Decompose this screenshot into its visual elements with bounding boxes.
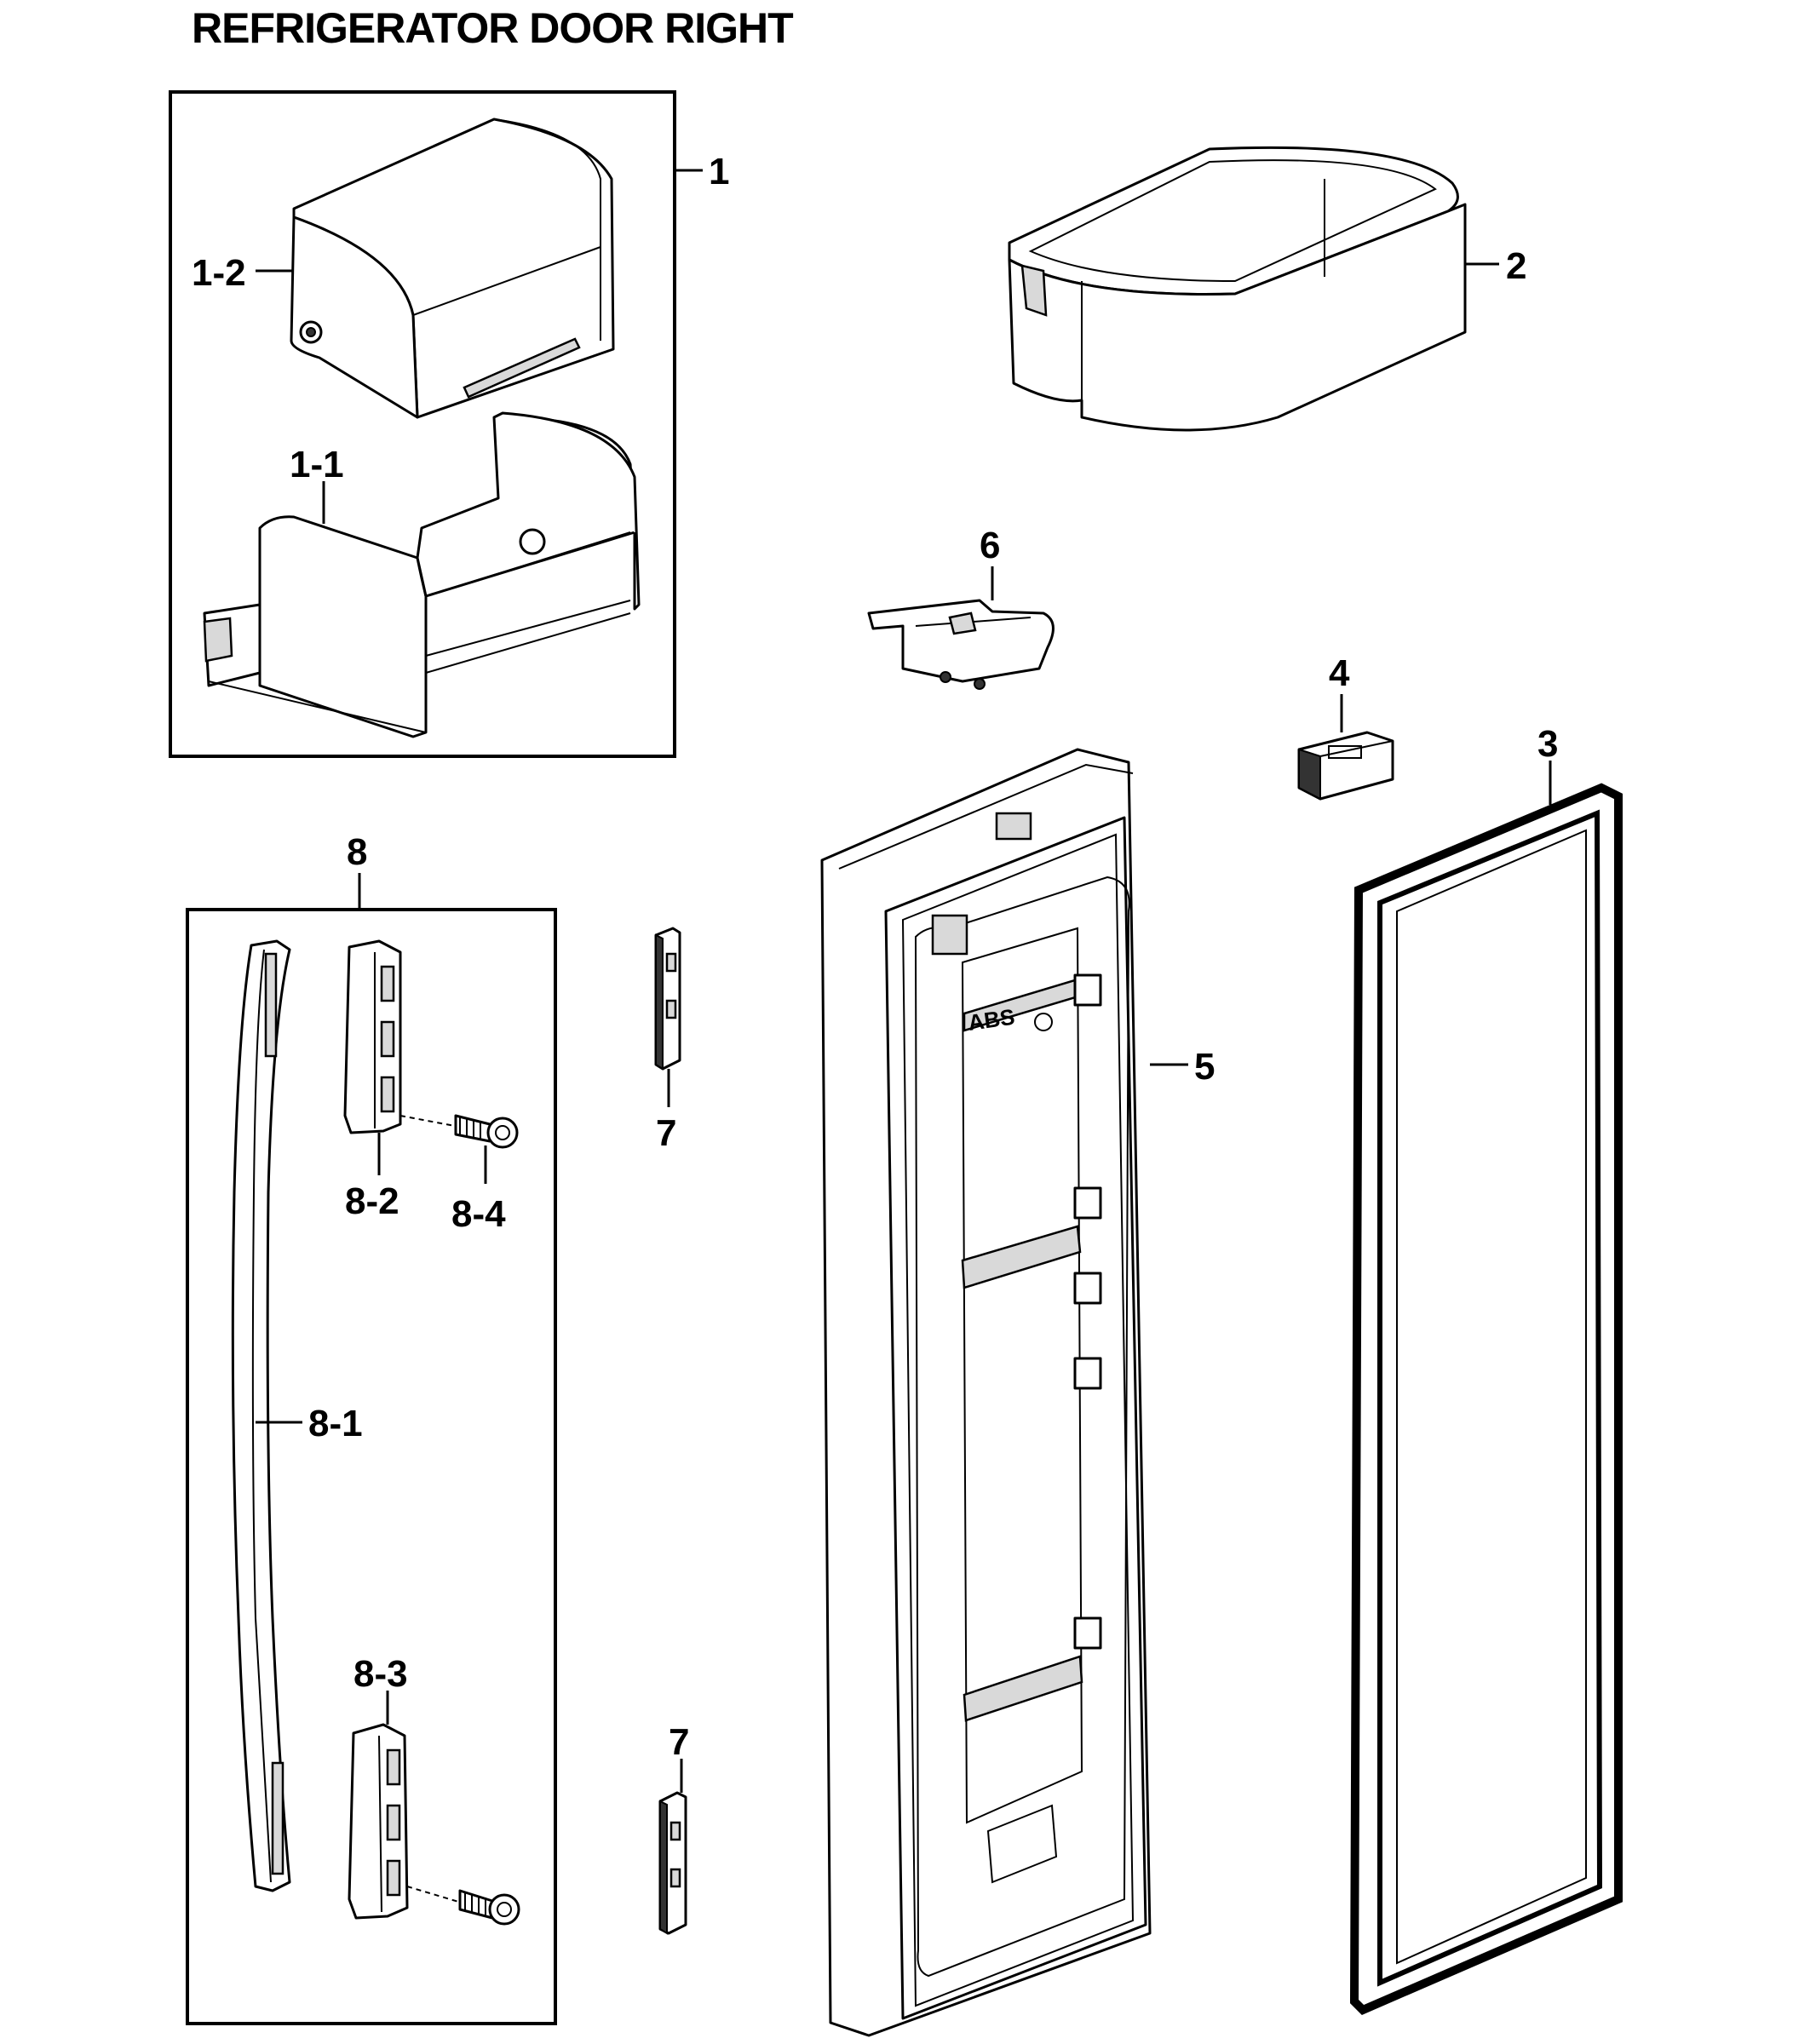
callout-3: 3	[1537, 723, 1558, 765]
callout-5: 5	[1194, 1046, 1215, 1088]
callout-4: 4	[1329, 652, 1350, 694]
part-4-switch	[1297, 731, 1394, 801]
assembly-1-box	[169, 90, 676, 758]
part-6-clip	[867, 599, 1055, 690]
callout-7-lower: 7	[669, 1721, 689, 1763]
callout-7-upper: 7	[656, 1112, 676, 1154]
callout-1: 1	[709, 151, 729, 192]
callout-8: 8	[347, 831, 367, 873]
callout-8-1: 8-1	[308, 1403, 363, 1444]
callout-1-2: 1-2	[192, 252, 246, 294]
assembly-8-box	[186, 908, 557, 2025]
part-7-upper-clip	[654, 927, 681, 1071]
part-5-door-liner: ABS	[820, 748, 1152, 2037]
page-title: REFRIGERATOR DOOR RIGHT	[192, 4, 794, 52]
callout-8-2: 8-2	[345, 1180, 399, 1222]
part-7-lower-clip	[658, 1791, 687, 1935]
part-8-3-lower-cap	[348, 1723, 409, 1920]
callout-2: 2	[1506, 245, 1526, 287]
part-1-2-cover	[290, 118, 615, 419]
part-1-1-holder	[203, 411, 641, 738]
part-8-1-handle	[231, 939, 291, 1892]
callout-6: 6	[980, 525, 1000, 566]
callout-8-3: 8-3	[353, 1653, 408, 1695]
part-8-4-lower-screw	[458, 1889, 520, 1926]
callout-8-4: 8-4	[451, 1193, 506, 1235]
part-8-4-screw	[454, 1114, 519, 1149]
part-3-door-gasket	[1349, 783, 1623, 2015]
part-2-bin	[1008, 146, 1467, 432]
part-8-2-upper-cap	[343, 939, 402, 1134]
callout-1-1: 1-1	[290, 444, 344, 485]
